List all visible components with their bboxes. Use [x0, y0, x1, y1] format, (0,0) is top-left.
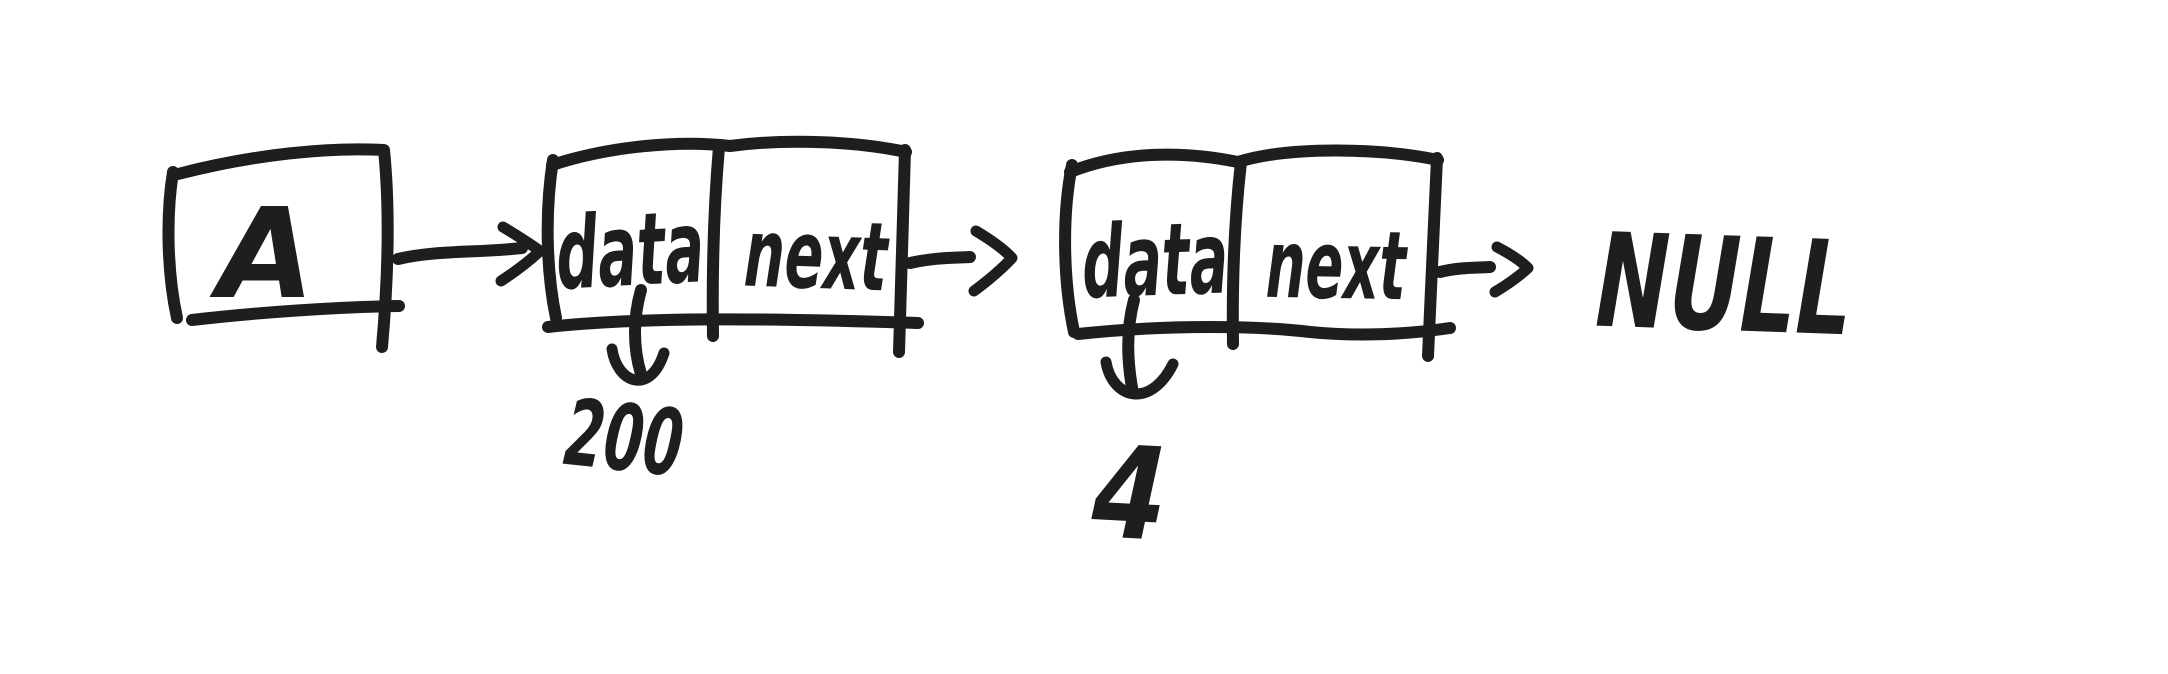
node2-cell-divider [1226, 156, 1247, 350]
arrowhead-icon [1100, 356, 1179, 400]
node2-value: 4 [1088, 418, 1171, 571]
head-box-left-stroke [162, 166, 183, 324]
head-box-bottom-stroke [186, 300, 405, 326]
arrowhead-icon [968, 225, 1018, 297]
arrowhead-icon [606, 343, 670, 386]
arrow-shaft [904, 251, 976, 269]
node1-next-label: next [742, 199, 891, 314]
arrow-node1-to-node2 [904, 225, 1018, 297]
arrow-shaft [1434, 261, 1496, 278]
node1-right-stroke [893, 144, 911, 358]
node2-value-arrow [1100, 294, 1179, 400]
arrow-shaft [392, 242, 528, 265]
node1-value-arrow [606, 284, 670, 386]
node1-left-stroke [541, 154, 562, 324]
arrow-tail [629, 284, 647, 380]
head-pointer-box: A [162, 143, 405, 353]
node2-left-stroke [1059, 159, 1080, 338]
node1-cell-divider [706, 141, 725, 342]
arrow-node2-to-null [1434, 241, 1534, 298]
node2-top-stroke [1064, 144, 1444, 178]
head-box-top-right-stroke [172, 143, 394, 353]
node1-box: data next [541, 135, 924, 358]
head-pointer-label: A [209, 182, 315, 327]
node2-box: data next [1059, 144, 1456, 362]
arrow-tail [1122, 294, 1140, 399]
arrow-head-to-node1 [392, 221, 546, 287]
arrowhead-icon [495, 221, 546, 287]
node1-top-stroke [546, 135, 912, 171]
node1-bottom-stroke [542, 313, 924, 333]
node2-data-label: data [1080, 199, 1230, 321]
node1-data-label: data [553, 188, 707, 313]
arrowhead-icon [1489, 241, 1534, 298]
node2-next-label: next [1265, 210, 1409, 322]
null-terminator-label: NULL [1594, 205, 1855, 366]
node1-value: 200 [560, 379, 689, 498]
node2-bottom-stroke [1072, 321, 1456, 341]
